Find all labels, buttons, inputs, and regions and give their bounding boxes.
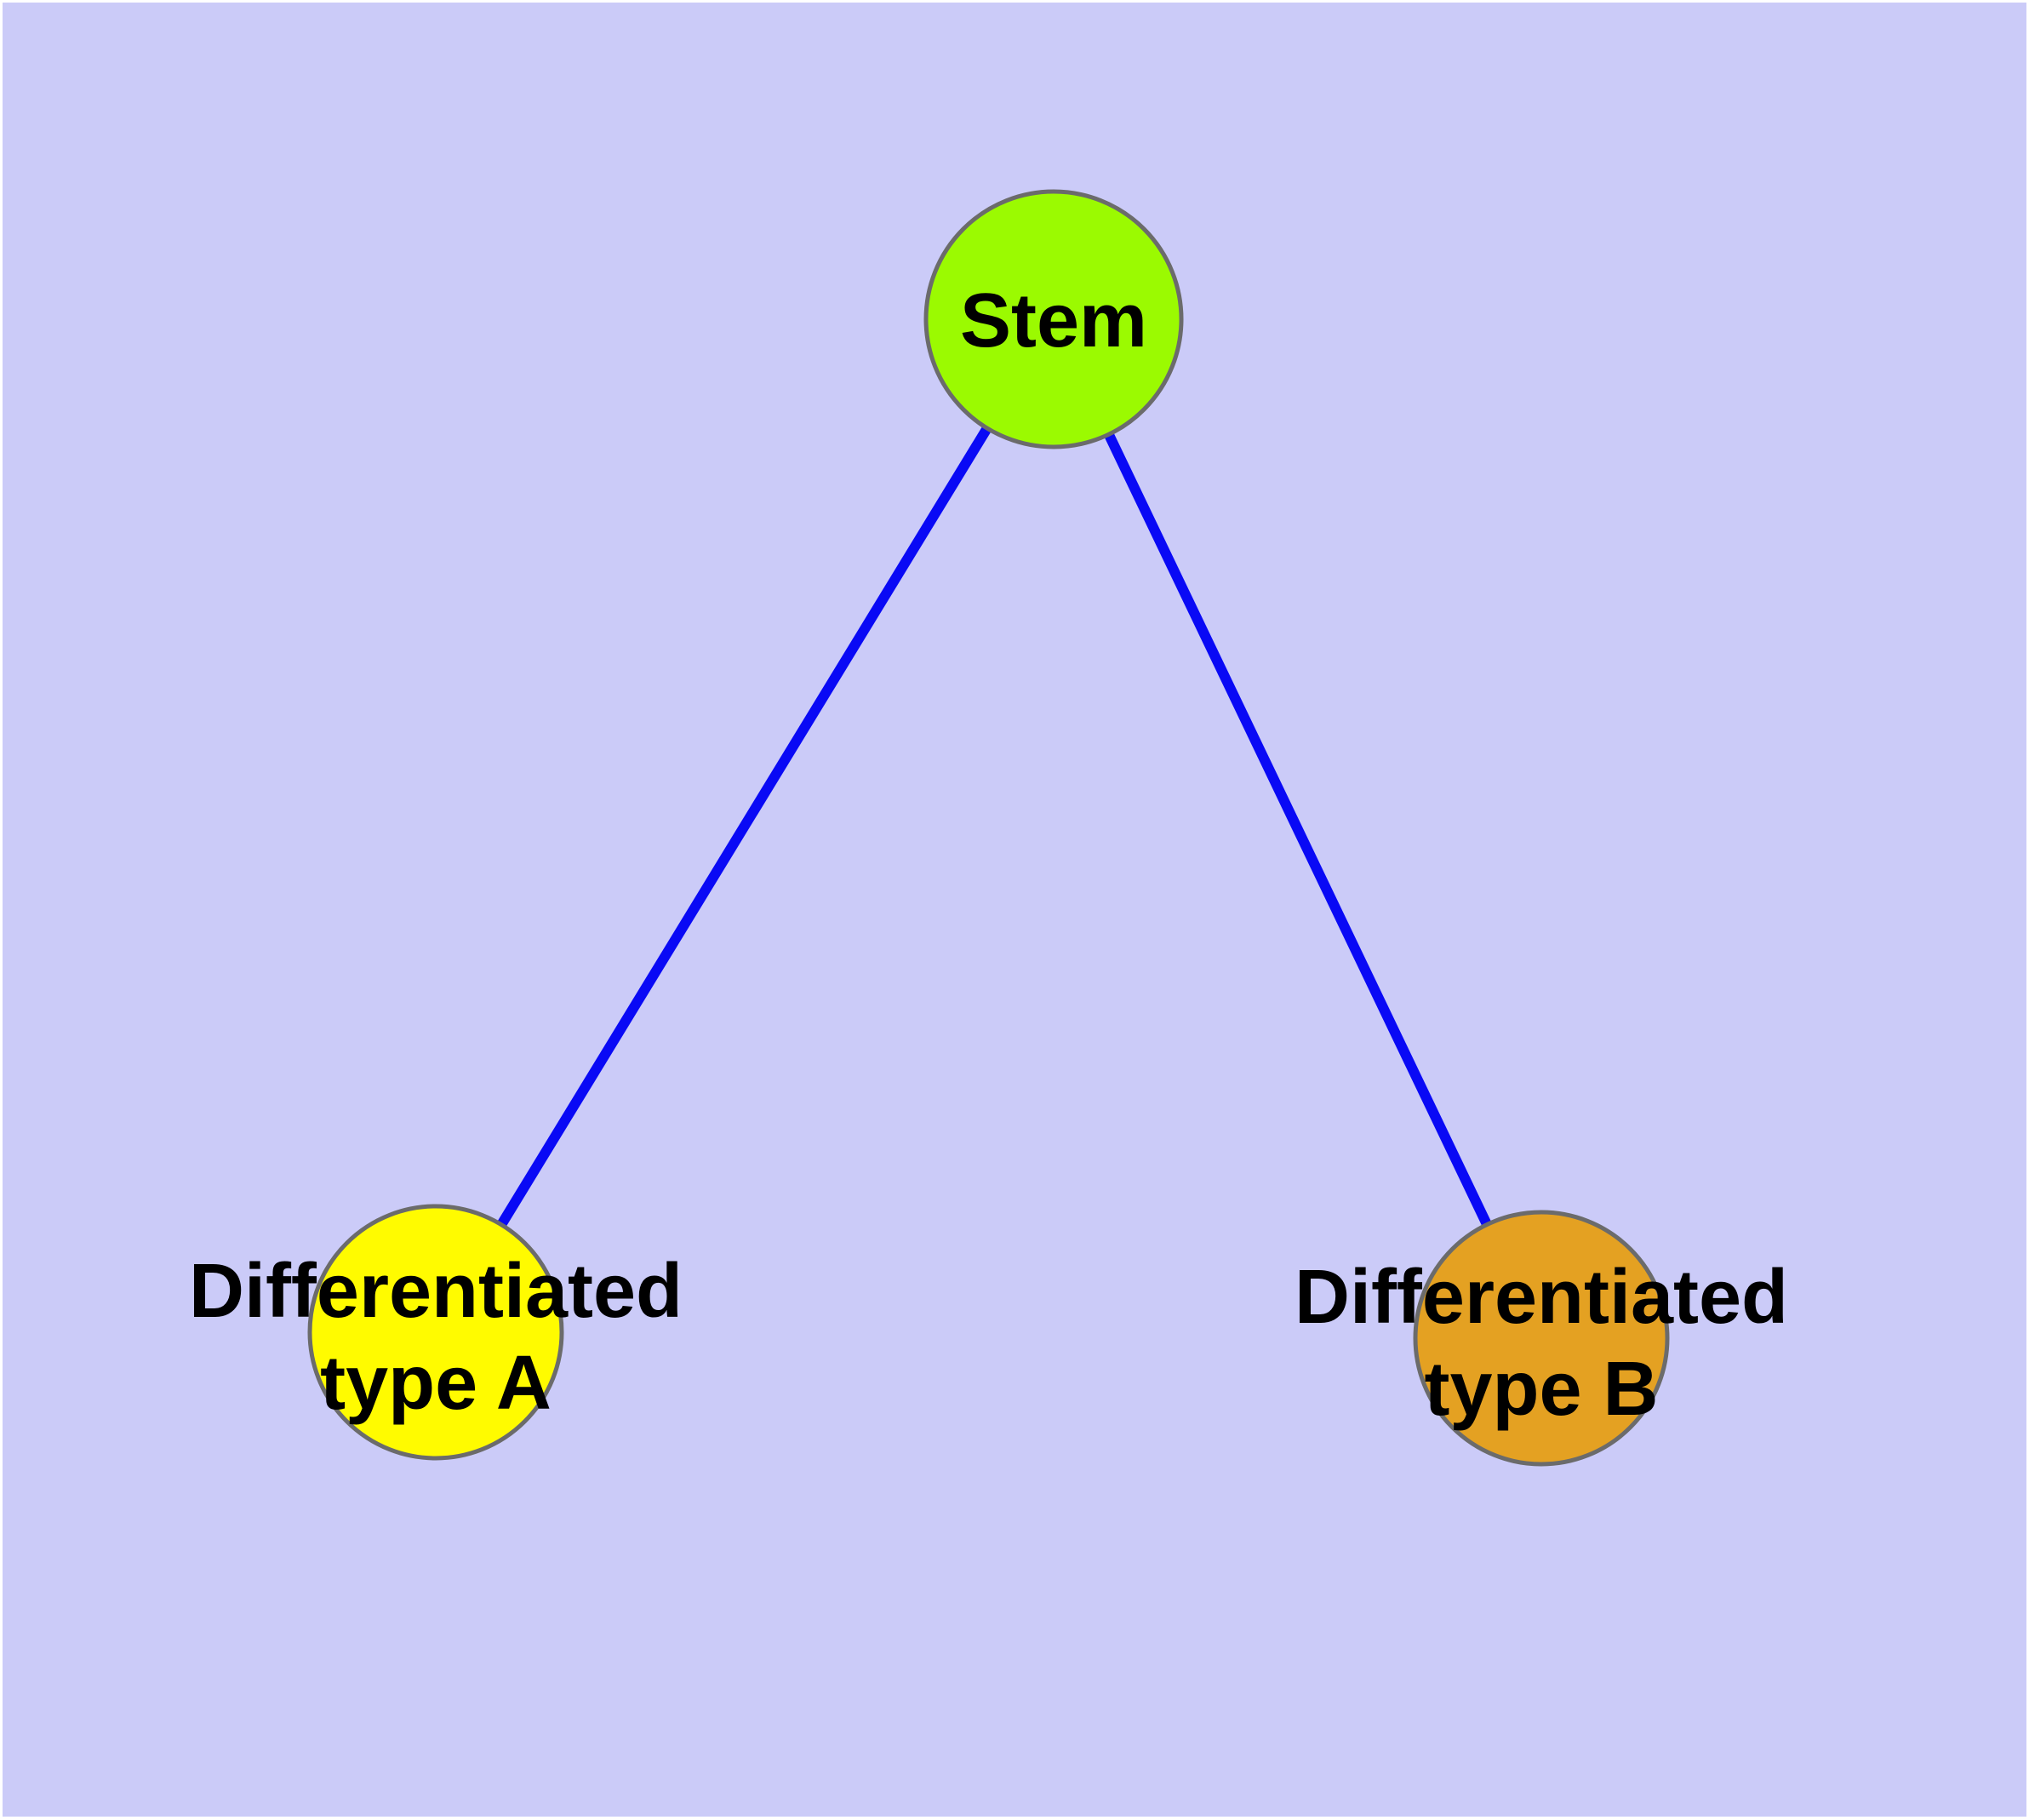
differentiated-type-b-label-line-1: Differentiated — [1295, 1255, 1788, 1340]
differentiated-type-a-node — [307, 1204, 564, 1461]
differentiated-type-b-node — [1413, 1210, 1670, 1467]
differentiated-type-a-label-line-1: Differentiated — [189, 1249, 683, 1334]
stem-node-label: Stem — [960, 278, 1147, 363]
edge-stem-to-type-b — [1049, 317, 1546, 1341]
edge-stem-to-type-a — [431, 316, 1059, 1336]
differentiated-type-b-label-line-2: type B — [1424, 1347, 1658, 1432]
differentiated-type-a-label-line-2: type A — [320, 1341, 552, 1426]
stem-node — [923, 189, 1184, 449]
